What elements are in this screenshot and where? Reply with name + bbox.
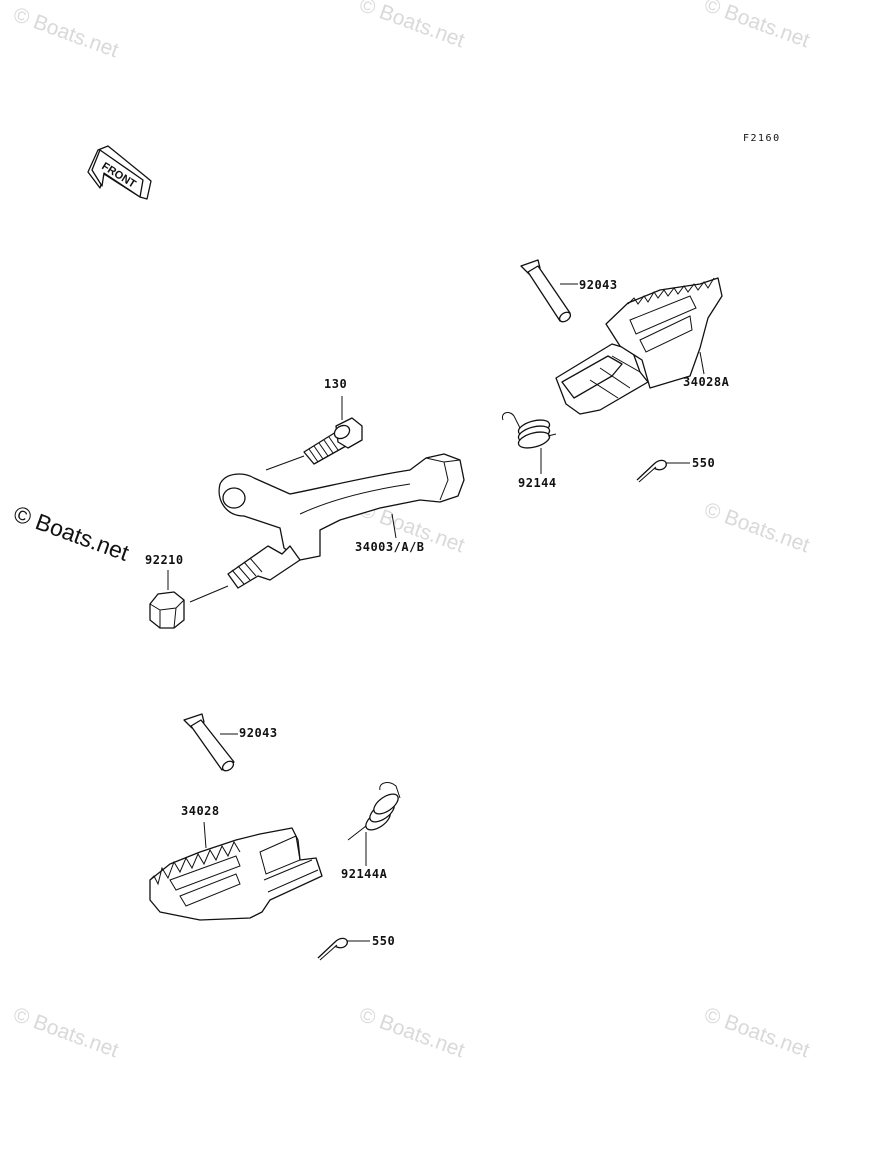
watermark: © Boats.net: [10, 3, 121, 62]
cotter-pin-550-top: [636, 459, 667, 483]
part-label-130: 130: [324, 377, 347, 391]
nut-92210: [149, 591, 185, 629]
watermark: © Boats.net: [356, 1003, 467, 1062]
watermark: © Boats.net: [10, 1003, 121, 1062]
front-arrow-icon: FRONT: [87, 145, 152, 200]
watermark: © Boats.net: [701, 498, 812, 557]
part-label-92043-top: 92043: [579, 278, 618, 292]
part-label-550-bottom: 550: [372, 934, 395, 948]
part-label-92144: 92144: [518, 476, 557, 490]
spring-92144A: [347, 782, 401, 841]
part-label-34028: 34028: [181, 804, 220, 818]
spring-92144: [501, 412, 557, 449]
pin-92043-bottom: [183, 713, 235, 772]
part-label-550-top: 550: [692, 456, 715, 470]
pin-92043-top: [520, 259, 572, 323]
watermarks: © Boats.net © Boats.net © Boats.net © Bo…: [10, 0, 812, 1062]
part-label-92210: 92210: [145, 553, 184, 567]
footpeg-34028: [149, 827, 323, 921]
watermark: © Boats.net: [701, 0, 812, 52]
part-label-92144A: 92144A: [341, 867, 388, 881]
footpeg-34028A: [555, 277, 723, 415]
watermark-prominent: © Boats.net: [10, 500, 133, 566]
figure-code: F2160: [743, 133, 781, 144]
watermark: © Boats.net: [701, 1003, 812, 1062]
part-label-92043-bottom: 92043: [239, 726, 278, 740]
bracket-34003: [218, 453, 465, 589]
watermark: © Boats.net: [356, 0, 467, 52]
part-label-34028A: 34028A: [683, 375, 730, 389]
bolt-130: [303, 417, 363, 465]
part-label-34003: 34003/A/B: [355, 540, 425, 554]
cotter-pin-550-bottom: [317, 937, 348, 961]
